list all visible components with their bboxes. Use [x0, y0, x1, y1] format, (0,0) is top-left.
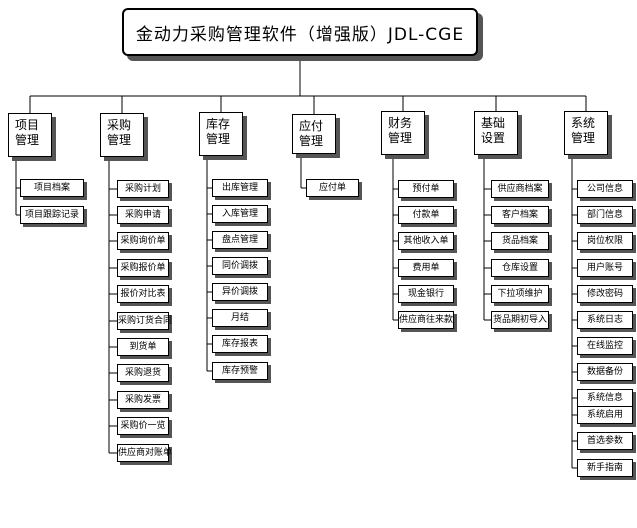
item-payment[interactable]: 付款单 — [398, 206, 454, 224]
item-online-monitor[interactable]: 在线监控 — [577, 337, 633, 355]
item-stock-out[interactable]: 出库管理 — [212, 179, 268, 197]
item-system-enable[interactable]: 系统启用 — [577, 406, 633, 424]
module-system[interactable]: 系统 管理 — [564, 111, 608, 155]
item-stock-alert[interactable]: 库存预警 — [212, 362, 268, 380]
module-purchase[interactable]: 采购 管理 — [100, 113, 144, 157]
item-supplier-statement[interactable]: 供应商对账单 — [117, 444, 172, 462]
item-same-price-transfer[interactable]: 同价调拨 — [212, 257, 268, 275]
item-prepayment[interactable]: 预付单 — [398, 180, 454, 198]
item-warehouse-settings[interactable]: 仓库设置 — [491, 259, 549, 277]
item-month-close[interactable]: 月结 — [212, 309, 268, 327]
item-change-password[interactable]: 修改密码 — [577, 285, 633, 303]
item-preferences[interactable]: 首选参数 — [577, 432, 633, 450]
item-goods-opening-import[interactable]: 货品期初导入 — [491, 311, 549, 329]
module-basic-settings[interactable]: 基础 设置 — [474, 111, 518, 155]
item-other-income[interactable]: 其他收入单 — [398, 232, 454, 250]
item-stocktake[interactable]: 盘点管理 — [212, 231, 268, 249]
item-beginner-guide[interactable]: 新手指南 — [577, 459, 633, 477]
item-department-info[interactable]: 部门信息 — [577, 206, 633, 224]
item-price-overview[interactable]: 采购价一览 — [117, 417, 169, 435]
chart-title: 金动力采购管理软件（增强版）JDL-CGE — [122, 8, 478, 56]
item-system-info[interactable]: 系统信息 — [577, 389, 633, 407]
item-goods-file[interactable]: 货品档案 — [491, 232, 549, 250]
item-dropdown-maintenance[interactable]: 下拉项维护 — [491, 285, 549, 303]
item-payable-bill[interactable]: 应付单 — [306, 179, 359, 197]
item-data-backup[interactable]: 数据备份 — [577, 363, 633, 381]
item-customer-file[interactable]: 客户档案 — [491, 206, 549, 224]
item-stock-report[interactable]: 库存报表 — [212, 335, 268, 353]
item-order-contract[interactable]: 采购订货合同 — [117, 312, 172, 330]
item-purchase-return[interactable]: 采购退货 — [117, 364, 169, 382]
module-finance[interactable]: 财务 管理 — [381, 111, 425, 155]
item-system-log[interactable]: 系统日志 — [577, 311, 633, 329]
item-expense[interactable]: 费用单 — [398, 259, 454, 277]
item-stock-in[interactable]: 入库管理 — [212, 205, 268, 223]
item-diff-price-transfer[interactable]: 异价调拨 — [212, 283, 268, 301]
item-project-tracking[interactable]: 项目跟踪记录 — [20, 206, 84, 224]
item-purchase-request[interactable]: 采购申请 — [117, 206, 169, 224]
item-quotation[interactable]: 采购报价单 — [117, 259, 169, 277]
item-role-permission[interactable]: 岗位权限 — [577, 232, 633, 250]
item-supplier-account[interactable]: 供应商往来款 — [398, 311, 454, 329]
item-project-file[interactable]: 项目档案 — [20, 179, 84, 197]
item-company-info[interactable]: 公司信息 — [577, 180, 633, 198]
item-user-account[interactable]: 用户账号 — [577, 259, 633, 277]
item-purchase-invoice[interactable]: 采购发票 — [117, 391, 169, 409]
module-project[interactable]: 项目 管理 — [8, 113, 52, 157]
item-arrival[interactable]: 到货单 — [117, 338, 169, 356]
item-purchase-plan[interactable]: 采购计划 — [117, 180, 169, 198]
module-payable[interactable]: 应付 管理 — [292, 114, 336, 154]
item-quote-compare[interactable]: 报价对比表 — [117, 285, 169, 303]
item-inquiry[interactable]: 采购询价单 — [117, 232, 169, 250]
item-supplier-file[interactable]: 供应商档案 — [491, 180, 549, 198]
module-inventory[interactable]: 库存 管理 — [199, 112, 243, 156]
item-cash-bank[interactable]: 现金银行 — [398, 285, 454, 303]
